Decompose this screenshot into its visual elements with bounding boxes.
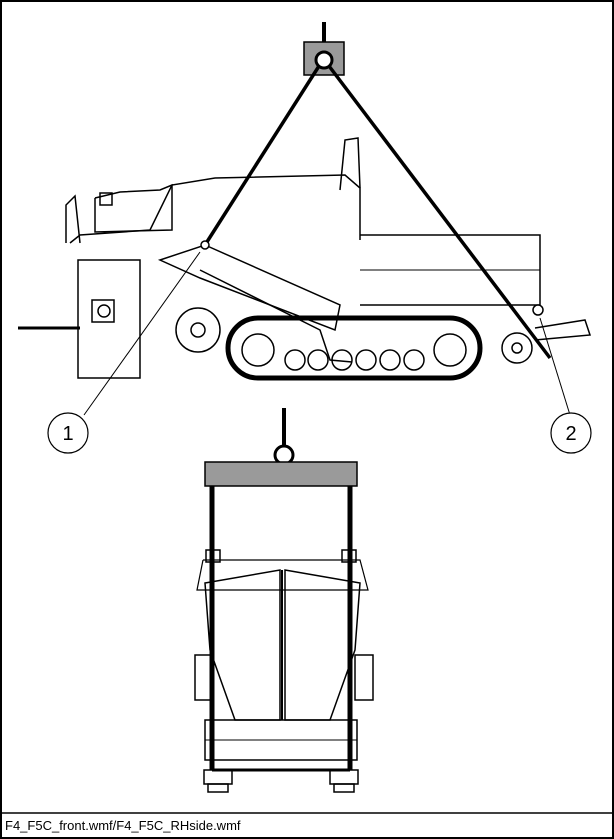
- callout-2-leader: [539, 317, 571, 416]
- track-left: [203, 769, 233, 785]
- track-rollers: [241, 333, 467, 371]
- lifting-chain-front: [203, 65, 321, 246]
- machine-upper-frame: [69, 174, 361, 244]
- lifting-chain-rear: [327, 64, 552, 360]
- front-frame: [65, 194, 81, 244]
- callout-1: 1: [47, 412, 89, 454]
- front-wheel-hub: [190, 322, 206, 338]
- side-view: [18, 22, 592, 381]
- spreader-beam: [204, 461, 358, 487]
- screed-panel: [77, 259, 141, 379]
- callout-1-leader: [83, 251, 201, 416]
- side-panel-left: [194, 654, 214, 701]
- front-wheel: [175, 307, 221, 353]
- operator-seat-back: [339, 137, 361, 191]
- front-view: [194, 408, 374, 793]
- rear-drive-hub: [511, 342, 523, 354]
- mount-left: [205, 549, 221, 563]
- mount-right: [341, 549, 357, 563]
- callout-2-label: 2: [565, 423, 576, 445]
- hopper-rim: [196, 559, 369, 591]
- lifting-eye-side: [314, 50, 334, 70]
- engine-cover: [94, 183, 173, 233]
- console-box: [99, 192, 113, 206]
- leveling-arm: [199, 269, 353, 363]
- file-caption: F4_F5C_front.wmf/F4_F5C_RHside.wmf: [5, 818, 241, 833]
- rear-drive-wheel: [501, 332, 533, 364]
- screed-detail: [91, 299, 115, 323]
- track-right: [329, 769, 359, 785]
- hopper-wing-right: [284, 569, 361, 721]
- rear-hitch: [534, 319, 592, 341]
- attach-point-rear: [532, 304, 544, 316]
- callout-2: 2: [550, 412, 592, 454]
- side-panel-right: [354, 654, 374, 701]
- hopper-wing-left: [204, 569, 281, 721]
- crawler-track: [225, 315, 483, 381]
- screed-knob: [97, 304, 111, 318]
- foot-left: [207, 783, 229, 793]
- callout-1-label: 1: [62, 423, 73, 445]
- attach-point-front: [200, 240, 210, 250]
- foot-right: [333, 783, 355, 793]
